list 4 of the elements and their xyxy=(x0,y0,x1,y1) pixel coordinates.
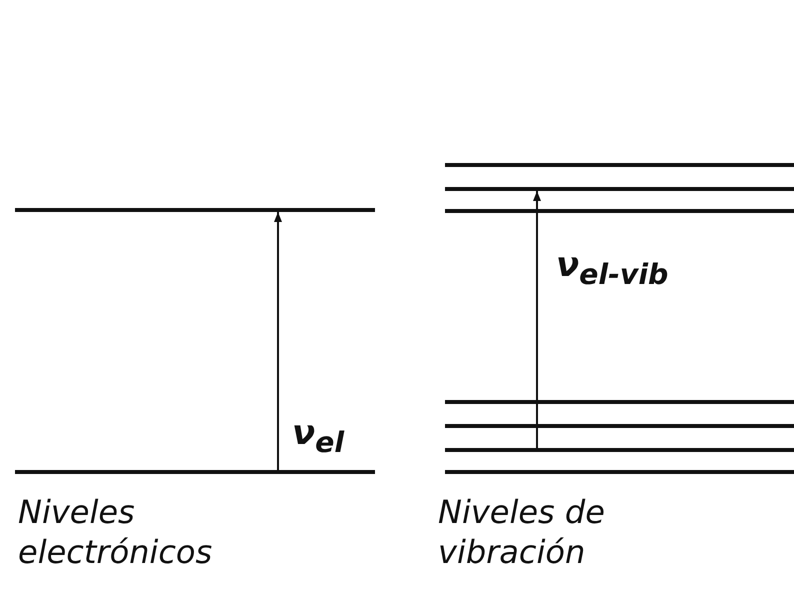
arrow xyxy=(274,212,282,470)
arrow xyxy=(533,191,541,448)
caption-text: Niveles de vibración xyxy=(438,492,606,572)
caption-text: Niveles electrónicos xyxy=(18,492,214,572)
